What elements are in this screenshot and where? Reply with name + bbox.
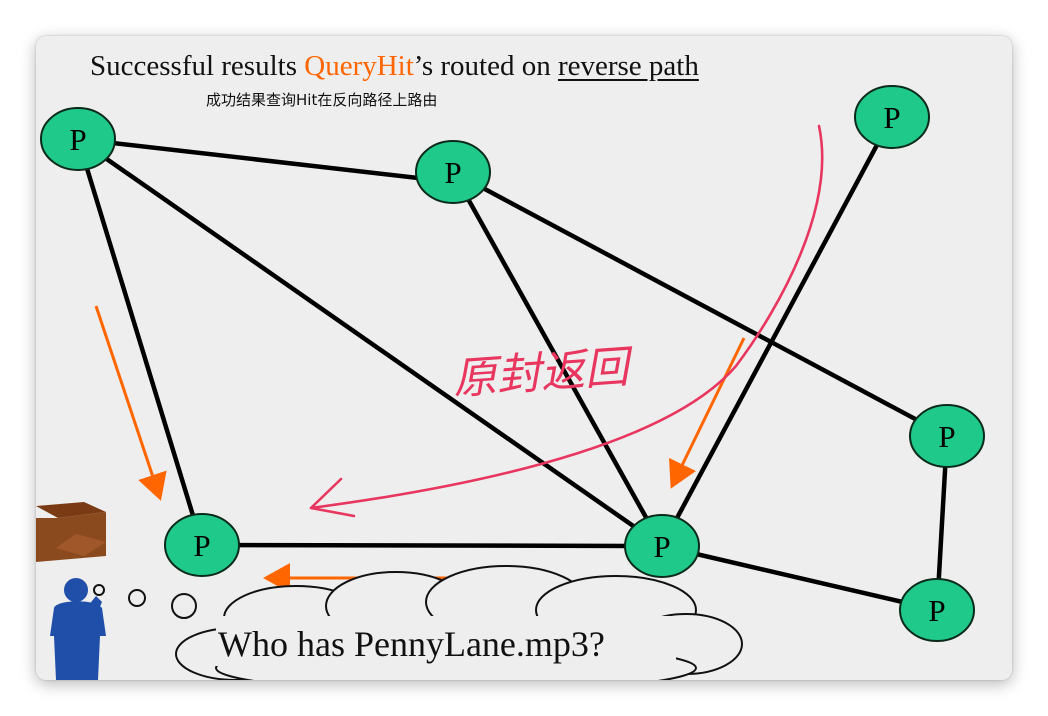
- thought-dot: [171, 593, 197, 619]
- peer-node: P: [415, 140, 491, 204]
- peer-node: P: [40, 107, 116, 171]
- handwritten-arrowhead: [309, 477, 356, 518]
- peer-label: P: [938, 419, 955, 454]
- edge: [659, 114, 895, 549]
- thought-dot: [128, 589, 146, 607]
- slide-frame: Successful results QueryHit’s routed on …: [36, 36, 1012, 680]
- peer-node: P: [899, 578, 975, 642]
- p2p-network-diagram: 原封返回 P: [36, 85, 985, 680]
- handwritten-annotation: 原封返回: [451, 341, 636, 405]
- title-prefix: Successful results: [90, 50, 305, 82]
- title-queryhit: QueryHit: [304, 50, 414, 82]
- chinese-subtitle: 成功结果查询Hit在反向路径上路由: [206, 91, 438, 109]
- title-middle: ’s routed on: [413, 50, 558, 82]
- slide-title: Successful results QueryHit’s routed on …: [90, 50, 699, 83]
- peer-node: P: [909, 404, 985, 468]
- peer-label: P: [444, 155, 461, 190]
- edge: [199, 542, 665, 549]
- handwritten-return-curve: [309, 124, 824, 510]
- edge: [659, 543, 940, 613]
- edge: [75, 136, 665, 549]
- edge: [450, 169, 665, 549]
- edge: [450, 169, 950, 439]
- query-bubble-text: Who has PennyLane.mp3?: [218, 624, 605, 664]
- peer-label: P: [653, 529, 670, 564]
- edge: [75, 136, 205, 548]
- peer-node: P: [164, 513, 240, 577]
- bubble-fill: [216, 616, 676, 666]
- peer-label: P: [193, 528, 210, 563]
- thought-dot: [93, 584, 105, 596]
- person-thinking-icon: [50, 578, 106, 680]
- peer-node: P: [854, 85, 930, 149]
- mailbox-icon: [36, 502, 106, 562]
- title-reverse-path: reverse path: [557, 50, 699, 82]
- edge: [75, 136, 456, 185]
- peer-node: P: [624, 514, 700, 578]
- peer-nodes: P P P P P P P: [40, 85, 985, 642]
- peer-label: P: [883, 100, 900, 135]
- peer-label: P: [928, 593, 945, 628]
- orange-arrow: [94, 305, 167, 501]
- orange-arrow: [669, 337, 746, 489]
- peer-label: P: [69, 122, 86, 157]
